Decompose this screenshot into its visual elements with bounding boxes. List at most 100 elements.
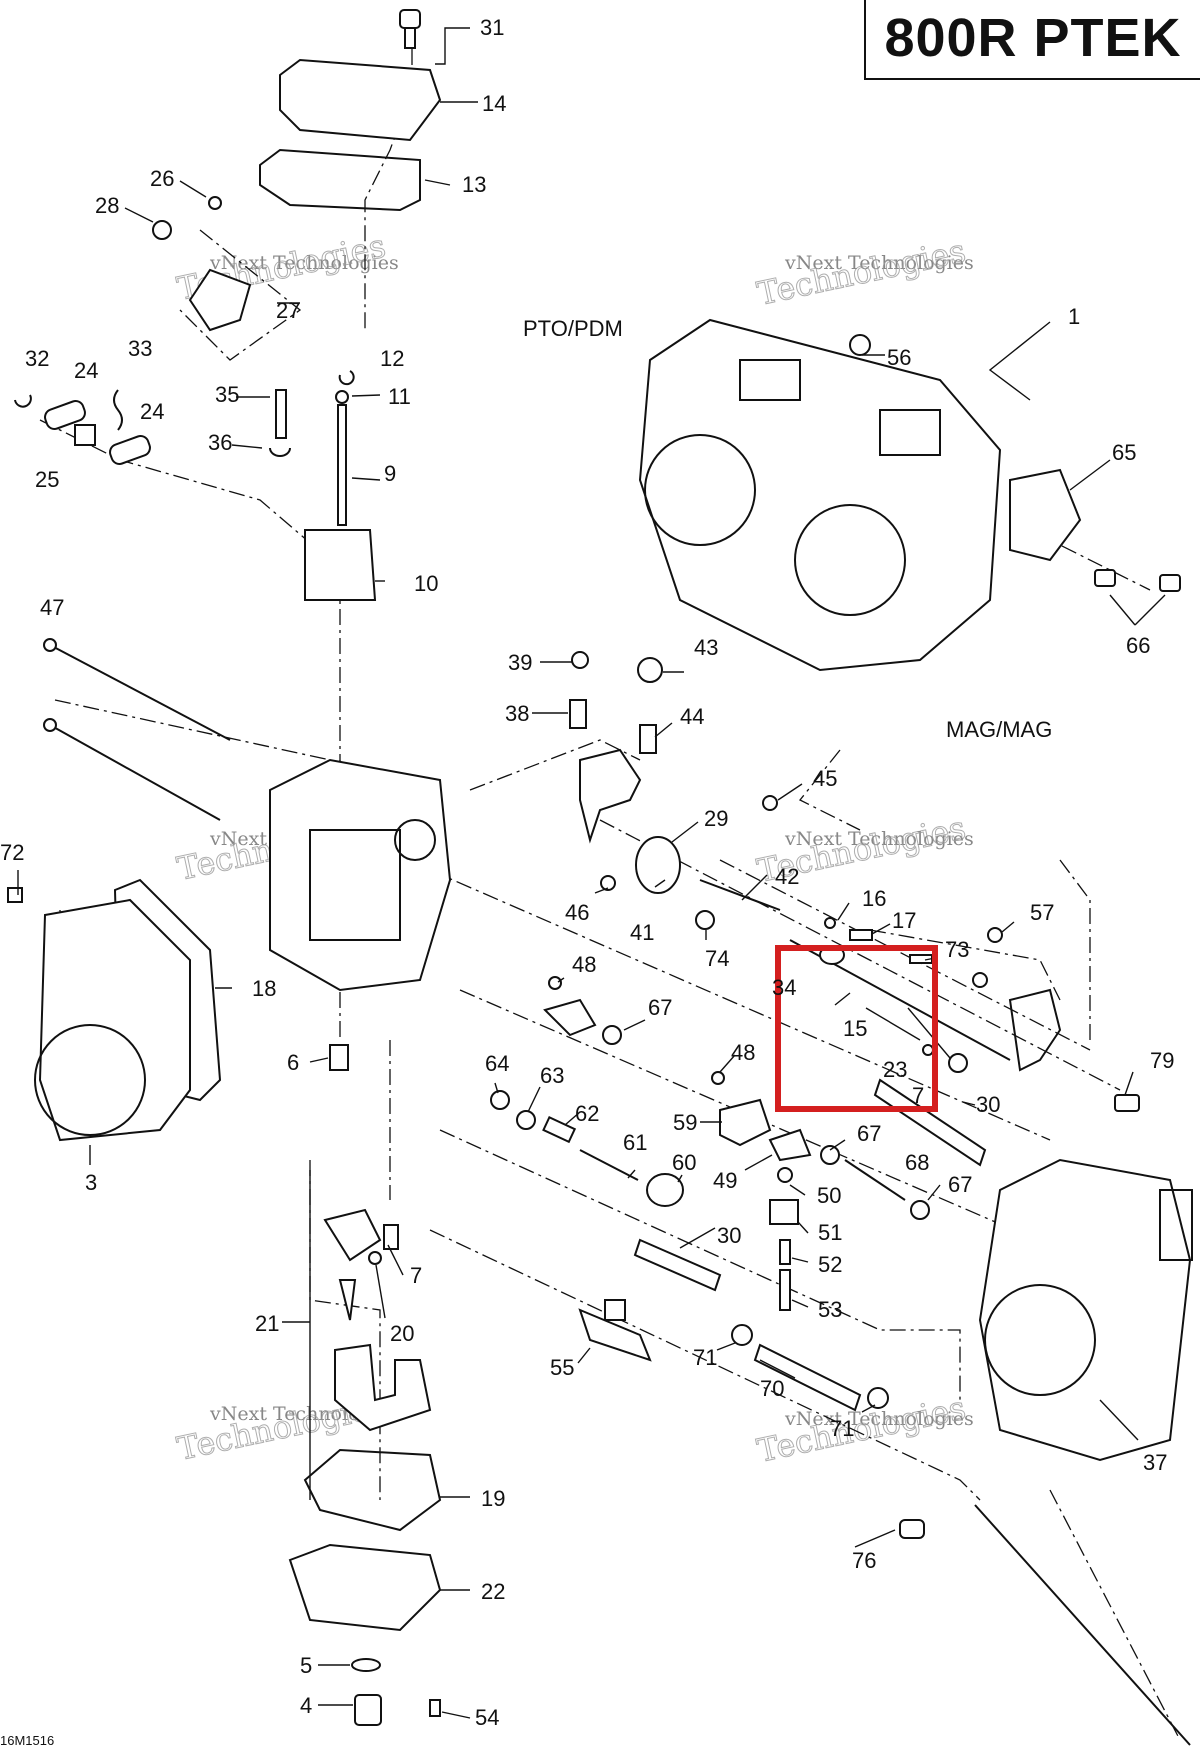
callout-label: 20 <box>390 1321 414 1346</box>
callout-label: 38 <box>505 701 529 726</box>
part-7-washer <box>948 1053 968 1073</box>
part-59-lever <box>719 1098 772 1147</box>
part-13-gasket <box>259 148 421 212</box>
part-4-drain-plug <box>354 1694 382 1726</box>
part-3-throttle-body-mag <box>34 898 191 1142</box>
part-19-gasket <box>303 1448 442 1532</box>
part-39-screw <box>571 651 589 669</box>
part-24-link <box>109 435 151 465</box>
part-26-screw <box>208 196 222 210</box>
part-66-screw <box>1094 569 1116 587</box>
callout-label: 76 <box>852 1548 876 1573</box>
part-68-spring <box>844 1159 906 1201</box>
part-10-slide <box>304 529 377 601</box>
part-74-washer <box>695 910 715 930</box>
callout-label: 33 <box>128 336 152 361</box>
watermark-text: Technologies <box>754 232 969 313</box>
callout-label: 51 <box>818 1220 842 1245</box>
callout-label: 50 <box>817 1183 841 1208</box>
part-21-float <box>334 1343 432 1432</box>
watermark-text: vNext Technologies <box>784 252 974 274</box>
part-48-screw <box>548 976 562 990</box>
callout-label: 67 <box>857 1121 881 1146</box>
part-16-screw <box>824 917 836 929</box>
callout-label: 39 <box>508 650 532 675</box>
callout-label: 32 <box>25 346 49 371</box>
callout-label: 10 <box>414 571 438 596</box>
callout-label: 55 <box>550 1355 574 1380</box>
part-30-tube <box>873 1078 987 1167</box>
part-60-plug <box>646 1173 684 1207</box>
callout-label: 5 <box>300 1653 312 1678</box>
callout-label: 36 <box>208 430 232 455</box>
part-throttle-body-center <box>269 758 452 992</box>
callout-label: 46 <box>565 900 589 925</box>
part-67-washer <box>602 1025 622 1045</box>
part-35-screw <box>275 389 287 439</box>
part-55-tee <box>604 1299 626 1321</box>
callout-label: 37 <box>1143 1450 1167 1475</box>
part-79-screw <box>1114 1094 1140 1112</box>
part-71-clamp <box>731 1324 753 1346</box>
part-25-bushing <box>74 424 96 446</box>
drawing-number: 16M1516 <box>0 1733 54 1748</box>
part-9-needle <box>337 404 347 526</box>
callout-label: 30 <box>717 1223 741 1248</box>
part-32-clip <box>14 394 32 408</box>
part-28-bushing <box>152 220 172 240</box>
callout-label: 3 <box>85 1170 97 1195</box>
callout-label: 28 <box>95 193 119 218</box>
callout-label: 63 <box>540 1063 564 1088</box>
part-52-spring <box>779 1239 791 1265</box>
part-bracket-48 <box>543 998 597 1037</box>
callout-label: 67 <box>648 995 672 1020</box>
callout-label: 17 <box>892 908 916 933</box>
callout-label: 67 <box>948 1172 972 1197</box>
part-36-clip <box>269 447 291 457</box>
callout-label: 25 <box>35 467 59 492</box>
watermark-text: Technologies <box>754 1389 969 1470</box>
callout-label: 60 <box>672 1150 696 1175</box>
callout-label: 11 <box>388 384 411 409</box>
part-bracket-linkage <box>579 748 642 844</box>
callout-label: 41 <box>630 920 654 945</box>
part-45-screw <box>762 795 778 811</box>
callout-label: 21 <box>255 1311 279 1336</box>
part-rod <box>974 1504 1191 1746</box>
callout-label: 56 <box>887 345 911 370</box>
part-46-screw <box>600 875 616 891</box>
callout-label: 42 <box>775 864 799 889</box>
part-38-spring <box>569 699 587 729</box>
part-48-screw <box>711 1071 725 1085</box>
part-bracket-right <box>1008 988 1062 1072</box>
callout-label: 6 <box>287 1050 299 1075</box>
part-67-washer <box>820 1145 840 1165</box>
callout-label: 24 <box>140 399 164 424</box>
callout-label: 74 <box>705 946 729 971</box>
part-72-screw <box>7 887 23 903</box>
callout-label: 48 <box>572 952 596 977</box>
part-20-screw <box>368 1251 382 1265</box>
part-57-screw <box>972 972 988 988</box>
part-66-screw <box>1159 574 1181 592</box>
callout-labels: 31 14 13 26 28 27 32 24 33 24 25 12 35 1… <box>0 15 1174 1730</box>
callout-label: 12 <box>380 346 404 371</box>
callout-label: 73 <box>945 937 969 962</box>
callout-label: 53 <box>818 1297 842 1322</box>
part-57-screw <box>987 927 1003 943</box>
parts-drawing <box>7 9 1193 1746</box>
callout-label: 24 <box>74 358 98 383</box>
callout-label: 27 <box>276 298 300 323</box>
callout-label: 29 <box>704 806 728 831</box>
callout-label: 72 <box>0 840 24 865</box>
callout-label: 18 <box>252 976 276 1001</box>
watermark-text: vNext Technologies <box>209 252 399 274</box>
callout-label: 71 <box>830 1416 854 1441</box>
part-22-float-bowl <box>288 1543 442 1632</box>
highlight-box <box>775 945 938 1112</box>
part-61-screw <box>579 1149 639 1181</box>
part-31-screw <box>399 9 421 49</box>
part-43-knob <box>637 657 663 683</box>
watermark-text: vNext Technologies <box>784 828 974 850</box>
